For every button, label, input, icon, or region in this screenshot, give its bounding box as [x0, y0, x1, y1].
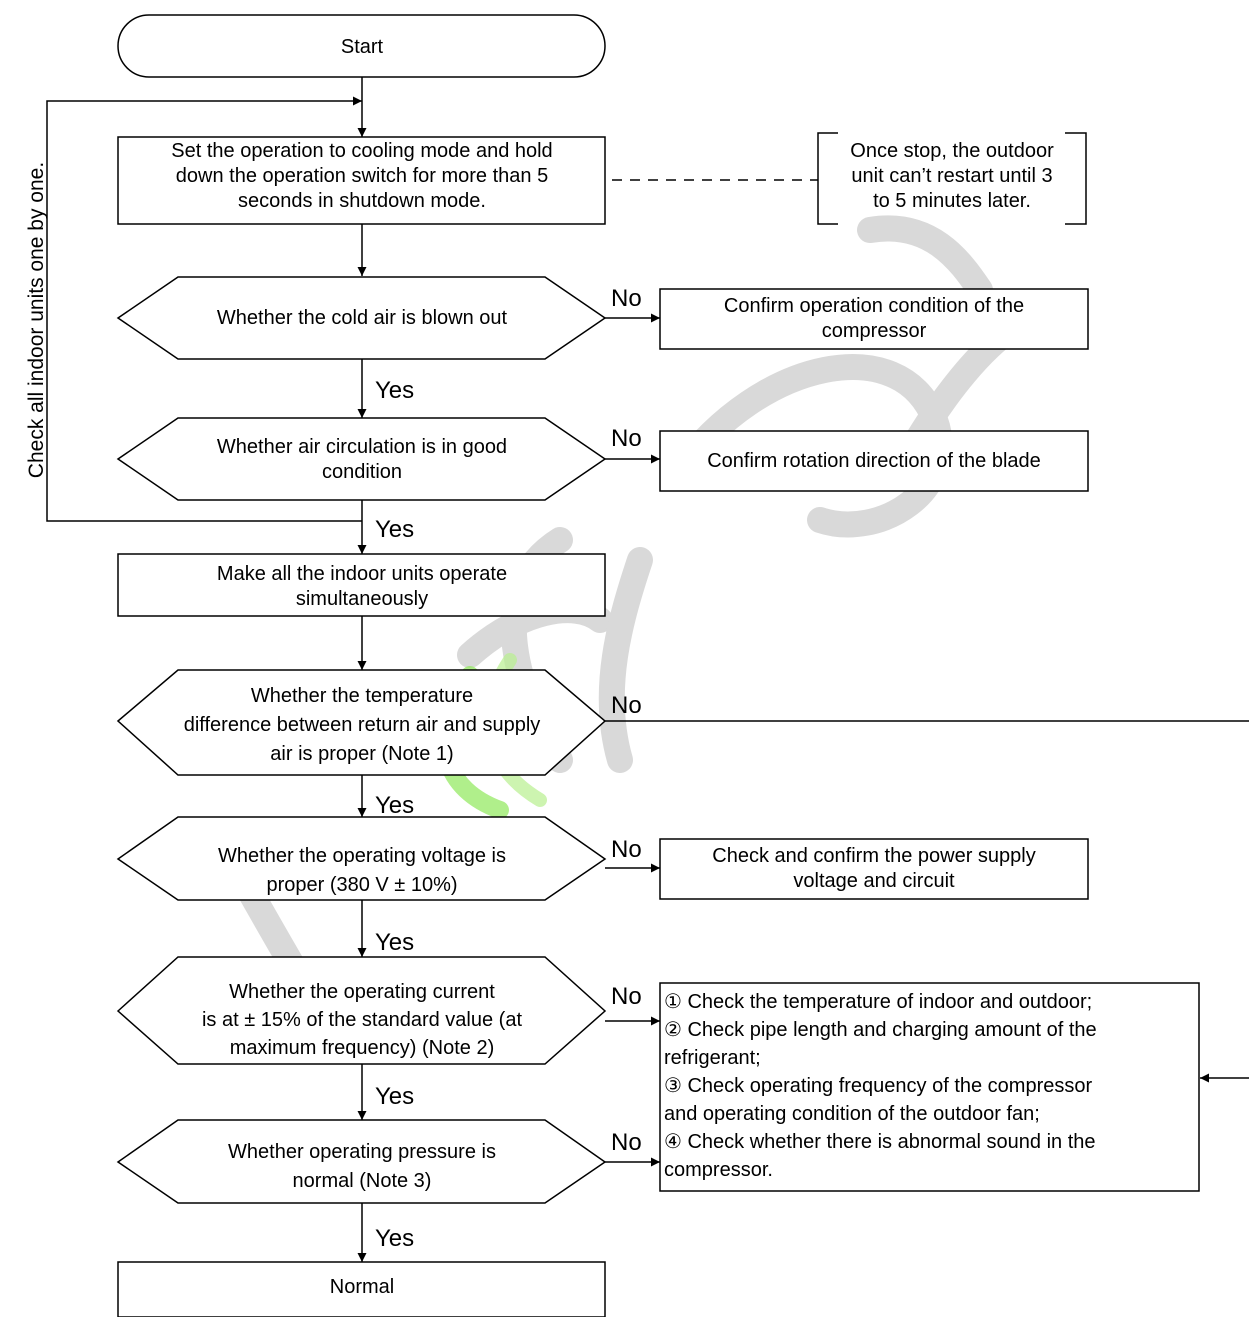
no-label-4: No [611, 836, 642, 863]
confirm-blade-text: Confirm rotation direction of the blade [707, 450, 1041, 472]
note-restart-text-line: to 5 minutes later. [873, 190, 1031, 212]
set-operation-text: Set the operation to cooling mode and ho… [171, 140, 552, 212]
temperature-question-line: air is proper (Note 1) [270, 743, 453, 765]
check-list-text-line: ④ Check whether there is abnormal sound … [664, 1131, 1096, 1153]
yes-label-2: Yes [375, 516, 414, 543]
yes-label-4: Yes [375, 929, 414, 956]
check-list-text-line: refrigerant; [664, 1047, 761, 1069]
check-list-text-line: and operating condition of the outdoor f… [664, 1103, 1040, 1125]
check-list-text-line: ① Check the temperature of indoor and ou… [664, 991, 1092, 1013]
make-all-operate-text-line: Make all the indoor units operate [217, 563, 507, 585]
voltage-question: Whether the operating voltage is proper (… [218, 845, 506, 896]
note-restart-text: Once stop, the outdoor unit can’t restart… [850, 140, 1054, 212]
current-question-line: maximum frequency) (Note 2) [230, 1037, 495, 1059]
decision-current [116, 956, 607, 1065]
check-power-text-line: voltage and circuit [793, 870, 955, 892]
set-operation-text-line: Set the operation to cooling mode and ho… [171, 140, 552, 162]
decision-cold-air [116, 276, 607, 360]
check-list-text: ① Check the temperature of indoor and ou… [664, 991, 1097, 1181]
shapes [116, 14, 1200, 1317]
confirm-compressor-text-line: compressor [822, 320, 927, 342]
yes-label-5: Yes [375, 1083, 414, 1110]
check-power-text-line: Check and confirm the power supply [712, 845, 1036, 867]
set-operation-box [117, 136, 606, 225]
check-list-text-line: compressor. [664, 1159, 773, 1181]
voltage-question-line: Whether the operating voltage is [218, 845, 506, 867]
connectors [46, 77, 1249, 1262]
confirm-compressor-text: Confirm operation condition of the compre… [724, 295, 1024, 342]
current-question-line: Whether the operating current [229, 981, 495, 1003]
set-operation-text-line: down the operation switch for more than … [176, 165, 548, 187]
confirm-compressor-box [659, 288, 1089, 350]
no-label-1: No [611, 285, 642, 312]
note-restart-text-line: Once stop, the outdoor [850, 140, 1054, 162]
yes-label-6: Yes [375, 1225, 414, 1252]
current-question: Whether the operating current is at ± 15%… [202, 981, 522, 1059]
current-question-line: is at ± 15% of the standard value (at [202, 1009, 522, 1031]
note-bracket [817, 132, 1087, 225]
decision-air-circulation [116, 417, 607, 501]
air-circulation-question-line: Whether air circulation is in good [217, 436, 507, 458]
check-list-box [659, 982, 1200, 1192]
no-label-6: No [611, 1129, 642, 1156]
decision-pressure [116, 1119, 607, 1204]
confirm-blade-box [659, 430, 1089, 492]
make-all-operate-box [117, 553, 606, 617]
start-terminal [117, 14, 606, 78]
note-restart-text-line: unit can’t restart until 3 [851, 165, 1052, 187]
set-operation-text-line: seconds in shutdown mode. [238, 190, 486, 212]
air-circulation-question: Whether air circulation is in good condit… [217, 436, 507, 483]
decision-temperature [116, 669, 607, 776]
yes-label-1: Yes [375, 377, 414, 404]
air-circulation-question-line: condition [322, 461, 402, 483]
decision-voltage [116, 816, 607, 901]
yes-label-3: Yes [375, 792, 414, 819]
temperature-question-line: Whether the temperature [251, 685, 473, 707]
check-power-text: Check and confirm the power supply voltag… [712, 845, 1036, 892]
make-all-operate-text-line: simultaneously [296, 588, 428, 610]
labels: Check all indoor units one by one. Start… [25, 36, 1097, 1298]
normal-box [117, 1261, 606, 1317]
no-label-2: No [611, 425, 642, 452]
cold-air-question-line: Whether the cold air is blown out [217, 307, 508, 329]
side-label: Check all indoor units one by one. [25, 162, 48, 478]
pressure-question: Whether operating pressure is normal (Not… [228, 1141, 496, 1192]
confirm-compressor-text-line: Confirm operation condition of the [724, 295, 1024, 317]
pressure-question-line: Whether operating pressure is [228, 1141, 496, 1163]
pressure-question-line: normal (Note 3) [293, 1170, 432, 1192]
check-list-text-line: ② Check pipe length and charging amount … [664, 1019, 1097, 1041]
cold-air-question: Whether the cold air is blown out [217, 307, 508, 329]
voltage-question-line: proper (380 V ± 10%) [266, 874, 457, 896]
check-power-box [659, 838, 1089, 900]
normal-label: Normal [330, 1276, 394, 1298]
start-label: Start [341, 36, 384, 58]
no-label-3: No [611, 692, 642, 719]
check-list-text-line: ③ Check operating frequency of the compr… [664, 1075, 1092, 1097]
confirm-blade-text-line: Confirm rotation direction of the blade [707, 450, 1041, 472]
temperature-question-line: difference between return air and supply [184, 714, 541, 736]
no-label-5: No [611, 983, 642, 1010]
temperature-question: Whether the temperature difference betwee… [184, 685, 541, 765]
make-all-operate-text: Make all the indoor units operate simulta… [217, 563, 507, 610]
